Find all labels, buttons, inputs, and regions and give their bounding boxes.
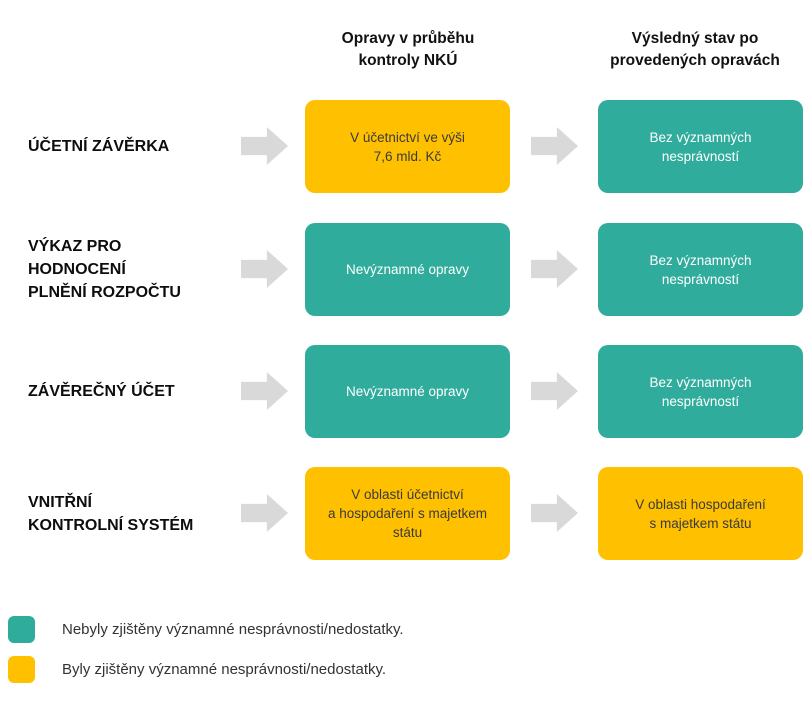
- right-arrow-icon: [241, 250, 288, 288]
- status-box-result: Bez významných nesprávností: [598, 100, 803, 193]
- legend-item-no-findings: Nebyly zjištěny významné nesprávnosti/ne…: [8, 616, 404, 643]
- legend-label: Nebyly zjištěny významné nesprávnosti/ne…: [62, 621, 404, 638]
- status-box-result: V oblasti hospodaření s majetkem státu: [598, 467, 803, 560]
- status-box-result: Bez významných nesprávností: [598, 345, 803, 438]
- right-arrow-icon: [531, 494, 578, 532]
- right-arrow-icon: [531, 127, 578, 165]
- status-box-during: Nevýznamné opravy: [305, 223, 510, 316]
- row-label-vykaz-pro-hodnoceni: VÝKAZ PRO HODNOCENÍ PLNĚNÍ ROZPOČTU: [28, 238, 181, 301]
- right-arrow-icon: [241, 372, 288, 410]
- legend-item-findings: Byly zjištěny významné nesprávnosti/nedo…: [8, 656, 386, 683]
- legend-swatch-teal: [8, 616, 35, 643]
- status-box-result: Bez významných nesprávností: [598, 223, 803, 316]
- column-header-final-state: Výsledný stav po provedených opravách: [610, 30, 780, 69]
- right-arrow-icon: [241, 127, 288, 165]
- status-box-during: V oblasti účetnictví a hospodaření s maj…: [305, 467, 510, 560]
- status-box-during: Nevýznamné opravy: [305, 345, 510, 438]
- legend-swatch-yellow: [8, 656, 35, 683]
- status-box-during: V účetnictví ve výši 7,6 mld. Kč: [305, 100, 510, 193]
- right-arrow-icon: [241, 494, 288, 532]
- row-label-ucetni-zaverka: ÚČETNÍ ZÁVĚRKA: [28, 138, 170, 155]
- column-header-during-audit: Opravy v průběhu kontroly NKÚ: [341, 30, 475, 69]
- right-arrow-icon: [531, 372, 578, 410]
- legend-label: Byly zjištěny významné nesprávnosti/nedo…: [62, 661, 387, 678]
- row-label-vnitrni-kontrolni-system: VNITŘNÍ KONTROLNÍ SYSTÉM: [28, 493, 194, 534]
- row-label-zaverecny-ucet: ZÁVĚREČNÝ ÚČET: [28, 383, 175, 400]
- right-arrow-icon: [531, 250, 578, 288]
